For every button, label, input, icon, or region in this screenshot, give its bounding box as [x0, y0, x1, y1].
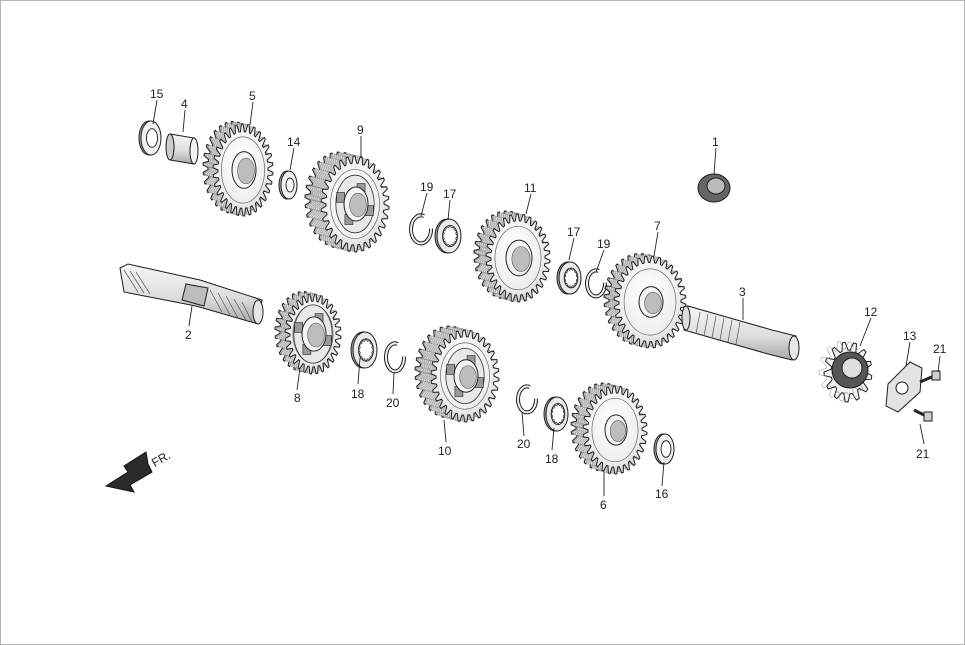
- callout-8: 8: [294, 391, 301, 405]
- callout-6: 6: [600, 498, 607, 512]
- gear-7: [603, 253, 687, 349]
- callout-18b: 18: [545, 452, 559, 466]
- gear-8: [274, 291, 342, 375]
- leader-lines: [152, 99, 941, 496]
- callout-12: 12: [864, 305, 878, 319]
- front-direction-label: FR.: [149, 448, 173, 470]
- thrust-washer-16: [653, 433, 675, 465]
- spline-washer-18-right: [543, 396, 569, 432]
- circlip-19-lower: [585, 268, 608, 299]
- gear-10: [414, 325, 500, 423]
- callout-10: 10: [438, 444, 452, 458]
- callout-3: 3: [739, 285, 746, 299]
- drive-sprocket: [818, 340, 873, 403]
- callout-20a: 20: [386, 396, 400, 410]
- callout-20b: 20: [517, 437, 531, 451]
- callout-21b: 21: [916, 447, 930, 461]
- circlip-19-upper: [409, 213, 434, 246]
- callout-11: 11: [524, 181, 537, 195]
- callout-19b: 19: [597, 237, 611, 251]
- thrust-washer-14: [278, 170, 298, 200]
- gear-9: [304, 151, 390, 253]
- callout-14: 14: [287, 135, 301, 149]
- bolt-lower: [913, 408, 933, 422]
- callout-1: 1: [712, 135, 719, 149]
- needle-bearing: [697, 173, 731, 203]
- front-direction-arrow: FR.: [104, 448, 173, 493]
- callout-2: 2: [185, 328, 192, 342]
- callout-16: 16: [655, 487, 669, 501]
- callout-18a: 18: [351, 387, 365, 401]
- callout-17b: 17: [567, 225, 581, 239]
- bushing: [165, 133, 199, 165]
- callout-17a: 17: [443, 187, 457, 201]
- gear-5: [202, 120, 274, 217]
- callout-19a: 19: [420, 180, 434, 194]
- callouts: 15 4 5 14 9 19 17 11 17 19 7 1 3 12 13 2…: [150, 87, 947, 512]
- sprocket-fixing-plate: [885, 361, 923, 413]
- spline-washer-18-left: [350, 331, 378, 369]
- callout-5: 5: [249, 89, 256, 103]
- spline-washer-17-upper: [434, 218, 462, 254]
- circlip-20-left: [384, 341, 407, 374]
- gear-11: [473, 210, 551, 303]
- main-shaft: [119, 263, 264, 325]
- callout-9: 9: [357, 123, 364, 137]
- thrust-washer-15: [138, 120, 162, 156]
- counter-shaft: [681, 305, 800, 361]
- callout-7: 7: [654, 219, 661, 233]
- callout-21a: 21: [933, 342, 947, 356]
- callout-13: 13: [903, 329, 917, 343]
- callout-4: 4: [181, 97, 188, 111]
- callout-15: 15: [150, 87, 164, 101]
- circlip-20-right: [516, 384, 539, 415]
- bolt-upper: [919, 370, 941, 384]
- gear-6: [570, 382, 648, 475]
- spline-washer-17-lower: [556, 261, 582, 295]
